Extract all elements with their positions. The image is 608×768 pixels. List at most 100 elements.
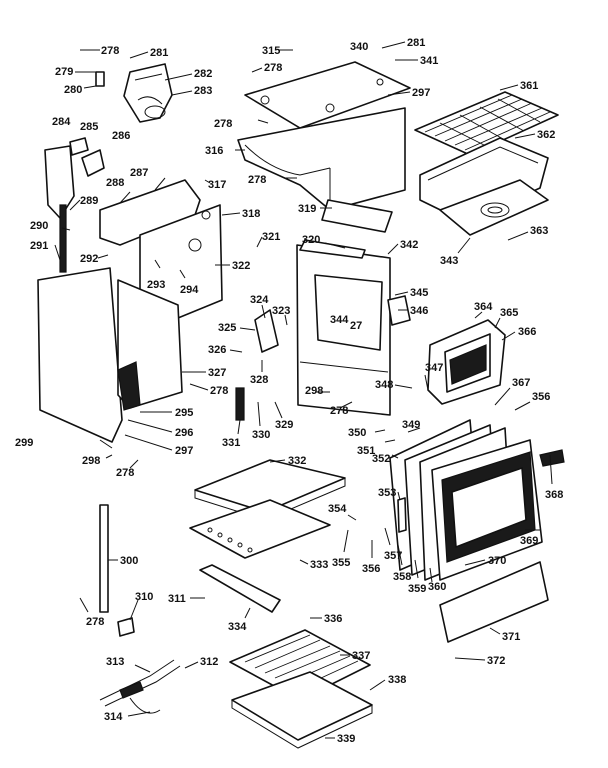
part-labels: 278 281 279 280 282 283 284 285 286 287 … [15,37,563,745]
part-number-label: 344 [330,314,349,326]
part-number-label: 290 [30,220,48,232]
part-number-label: 285 [80,121,98,133]
vent-bracket [123,63,173,123]
leader-lines [54,41,553,739]
part-number-label: 312 [200,656,218,668]
part-number-label: 315 [262,45,280,57]
bracket-334 [199,564,281,613]
part-number-label: 298 [305,385,323,397]
door-window-369 [451,467,527,548]
part-number-label: 321 [262,231,280,243]
rod-300 [99,504,109,613]
burner-plate-333 [189,499,331,559]
part-number-label: 352 [372,453,390,465]
part-number-label: 331 [222,437,240,449]
part-number-label: 278 [116,467,134,479]
part-number-label: 281 [150,47,168,59]
cooktop-315 [244,61,411,129]
part-number-label: 341 [420,55,438,67]
part-number-label: 329 [275,419,293,431]
part-number-label: 346 [410,305,428,317]
part-number-label: 358 [393,571,411,583]
part-number-label: 370 [488,555,506,567]
part-number-label: 364 [474,301,493,313]
plate-286 [81,149,105,177]
part-number-label: 313 [106,656,124,668]
part-number-label: 367 [512,377,530,389]
part-number-label: 366 [518,326,536,338]
part-number-label: 288 [106,177,124,189]
part-number-label: 282 [194,68,212,80]
part-number-label: 324 [250,294,269,306]
part-number-label: 336 [324,613,342,625]
part-number-label: 365 [500,307,518,319]
side-panel-299 [37,267,123,443]
part-number-label: 345 [410,287,428,299]
hinge-353 [397,497,407,533]
part-number-label: 297 [175,445,193,457]
strip-320 [299,239,366,259]
part-number-label: 334 [228,621,247,633]
part-number-label: 351 [357,445,375,457]
part-number-label: 319 [298,203,316,215]
part-number-label: 293 [147,279,165,291]
part-number-label: 355 [332,557,350,569]
part-number-label: 287 [130,167,148,179]
broiler-pan-339 [231,671,373,741]
part-number-label: 278 [210,385,228,397]
part-number-label: 327 [208,367,226,379]
part-number-label: 360 [428,581,446,593]
part-number-label: 297 [412,87,430,99]
part-number-label: 278 [330,405,348,417]
part-number-label: 279 [55,66,73,78]
part-number-label: 369 [520,535,538,547]
part-number-label: 372 [487,655,505,667]
strip-289 [59,204,67,273]
bracket-290 [44,145,75,219]
clip-280 [95,71,105,87]
hinge-324 [254,309,279,353]
part-number-label: 284 [52,116,71,128]
part-number-label: 316 [205,145,223,157]
part-number-label: 320 [302,234,320,246]
part-number-label: 318 [242,208,260,220]
part-number-label: 326 [208,344,226,356]
gasket-319 [321,199,393,233]
part-number-label: 317 [208,179,226,191]
part-number-label: 278 [101,45,119,57]
part-number-label: 291 [30,240,48,252]
part-number-label: 311 [168,593,186,605]
part-number-label: 353 [378,487,396,499]
part-number-label: 281 [407,37,425,49]
part-number-label: 294 [180,284,199,296]
part-number-label: 357 [384,550,402,562]
part-number-label: 328 [250,374,268,386]
part-number-label: 333 [310,559,328,571]
part-number-label: 292 [80,253,98,265]
part-number-label: 348 [375,379,393,391]
part-number-label: 359 [408,583,426,595]
part-number-label: 338 [388,674,406,686]
part-number-label: 299 [15,437,33,449]
part-number-label: 298 [82,455,100,467]
part-number-label: 283 [194,85,212,97]
hinge-284 [69,137,89,156]
part-number-label: 325 [218,322,236,334]
part-number-label: 356 [532,391,550,403]
pan-362 [419,137,549,223]
part-number-label: 362 [537,129,555,141]
part-shapes [37,61,565,749]
part-number-label: 330 [252,429,270,441]
rack-361 [414,91,559,156]
part-number-label: 361 [520,80,538,92]
part-number-label: 278 [264,62,282,74]
part-number-label: 368 [545,489,563,501]
part-number-label: 27 [350,320,362,332]
part-number-label: 278 [214,118,232,130]
part-number-label: 356 [362,563,380,575]
part-number-label: 300 [120,555,138,567]
part-number-label: 342 [400,239,418,251]
part-number-label: 310 [135,591,153,603]
part-number-label: 289 [80,195,98,207]
part-number-label: 343 [440,255,458,267]
